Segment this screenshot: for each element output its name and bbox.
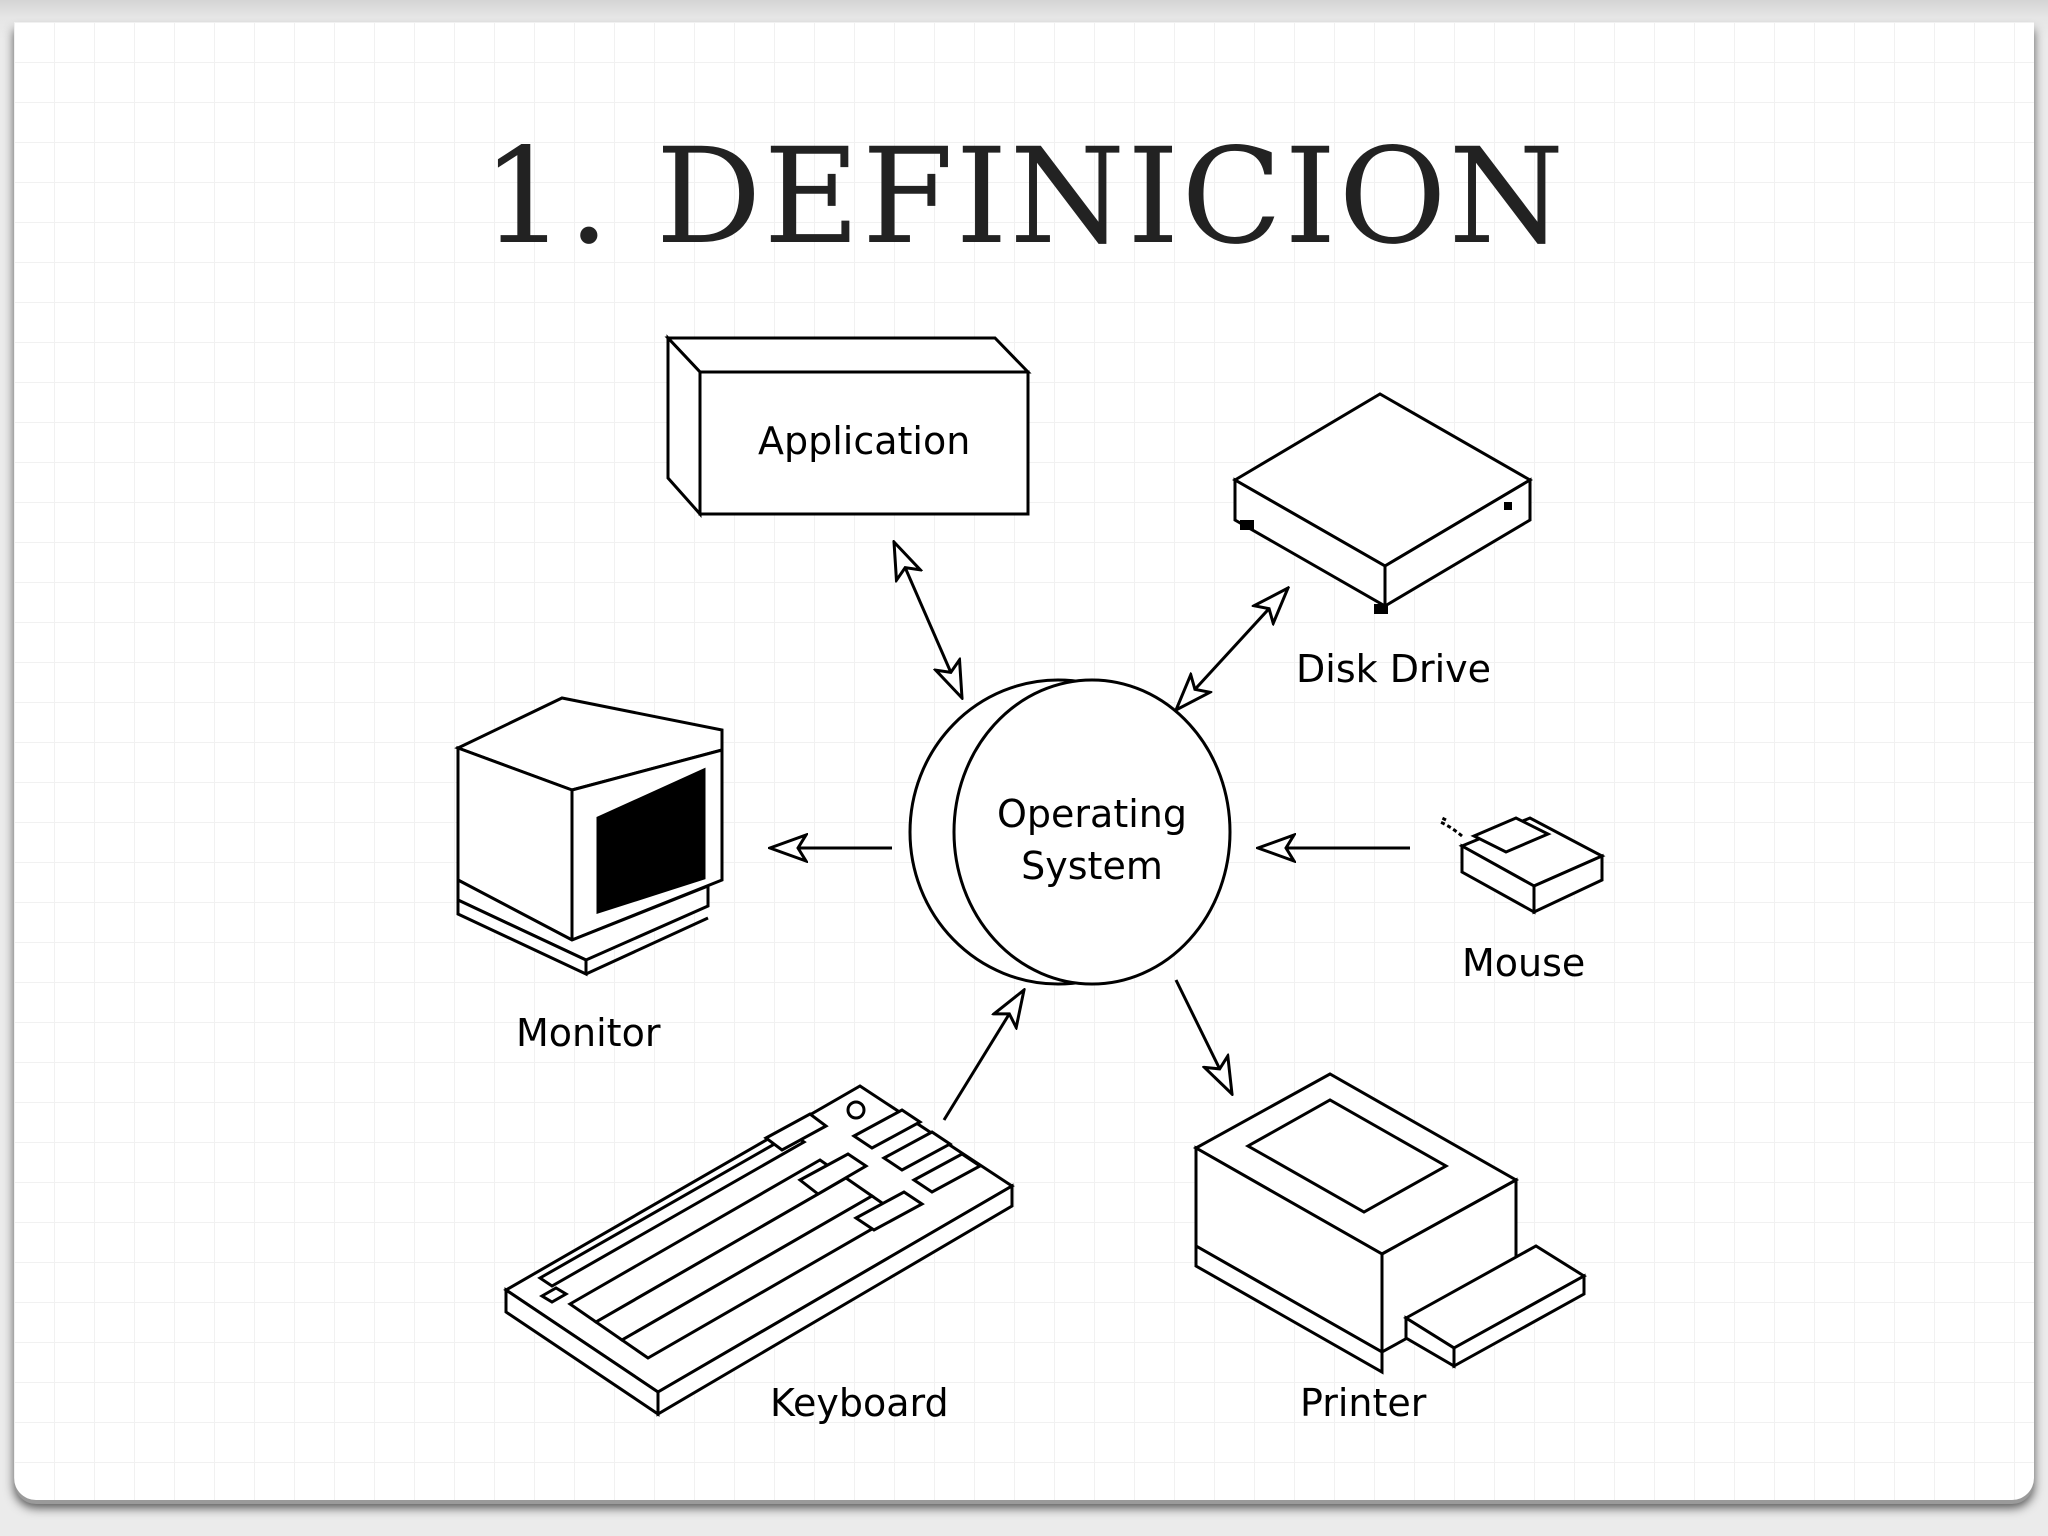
monitor-label: Monitor: [516, 1011, 661, 1055]
mouse-label: Mouse: [1462, 941, 1586, 985]
operating-system-label: Operating System: [972, 788, 1212, 892]
arrow-os-printer: [1174, 979, 1232, 1094]
keyboard-label: Keyboard: [770, 1381, 949, 1425]
printer-label: Printer: [1300, 1381, 1427, 1425]
monitor-icon: [454, 696, 724, 977]
arrow-keyboard-os: [942, 990, 1024, 1121]
mouse-icon: [1439, 816, 1606, 915]
operating-system-icon: [908, 678, 1232, 986]
operating-system-label-line2: System: [1021, 844, 1163, 888]
keyboard-icon: [503, 1084, 1015, 1417]
application-label: Application: [758, 419, 971, 463]
arrow-disk-drive-os: [1176, 588, 1288, 710]
operating-system-label-line1: Operating: [997, 792, 1187, 836]
disk-drive-icon: [1232, 392, 1533, 614]
arrow-application-os: [894, 542, 962, 698]
application-box-icon: [664, 334, 1032, 518]
slide-title: 1. DEFINICION: [481, 120, 1567, 274]
printer-icon: [1192, 1072, 1587, 1375]
connection-arrows: [770, 542, 1410, 1121]
disk-drive-label: Disk Drive: [1296, 647, 1492, 691]
